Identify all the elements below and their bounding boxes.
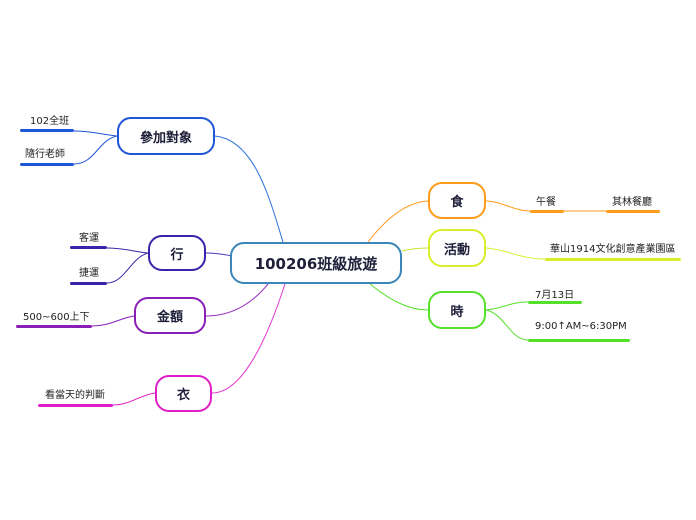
leaf-food-lunch[interactable]: 午餐 <box>536 197 556 208</box>
branch-food[interactable]: 食 <box>428 182 486 219</box>
connector-transport-item-2 <box>106 252 149 284</box>
connector-clothing-item-1 <box>112 392 156 406</box>
leaf-time-hours-line <box>528 339 630 342</box>
leaf-participants-teacher-line <box>20 163 74 166</box>
leaf-participants-class[interactable]: 102全班 <box>30 116 70 127</box>
central-topic[interactable]: 100206班級旅遊 <box>230 242 402 284</box>
leaf-cost-amount[interactable]: 500~600上下 <box>23 312 90 323</box>
connector-time-item-2 <box>485 309 529 341</box>
branch-transport[interactable]: 行 <box>148 235 206 271</box>
connector-cost-item-1 <box>91 315 135 327</box>
leaf-time-date[interactable]: 7月13日 <box>535 290 575 301</box>
leaf-transport-bus-line <box>70 246 107 249</box>
branch-activity[interactable]: 活動 <box>428 229 486 267</box>
branch-participants[interactable]: 參加對象 <box>117 117 215 155</box>
connector-participants-item-2 <box>73 135 118 165</box>
connector-transport-item-1 <box>106 247 149 254</box>
leaf-participants-teacher[interactable]: 隨行老師 <box>25 149 65 160</box>
connector-activity-item-1 <box>485 247 546 260</box>
leaf-food-lunch-line <box>530 210 564 213</box>
leaf-activity-venue-line <box>545 258 681 261</box>
leaf-clothing-judgement-line <box>38 404 113 407</box>
connector-transport <box>205 252 233 257</box>
leaf-activity-venue[interactable]: 華山1914文化創意產業園區 <box>550 244 676 255</box>
leaf-time-date-line <box>528 301 582 304</box>
leaf-participants-class-line <box>20 129 74 132</box>
connector-time-item-1 <box>485 301 529 311</box>
connector-food-item-1 <box>485 200 531 212</box>
branch-clothing[interactable]: 衣 <box>155 375 212 412</box>
leaf-transport-metro[interactable]: 捷運 <box>79 268 99 279</box>
leaf-cost-amount-line <box>16 325 92 328</box>
connector-activity <box>401 247 429 252</box>
branch-cost[interactable]: 金額 <box>134 297 206 334</box>
connector-participants-item-1 <box>73 130 118 137</box>
connector-participants <box>214 135 284 243</box>
leaf-time-hours[interactable]: 9:00↑AM~6:30PM <box>535 321 627 332</box>
branch-time[interactable]: 時 <box>428 291 486 329</box>
leaf-food-restaurant[interactable]: 其林餐廳 <box>612 197 652 208</box>
connector-cost <box>205 283 269 317</box>
connector-clothing <box>211 283 286 394</box>
connector-food <box>367 200 429 243</box>
leaf-clothing-judgement[interactable]: 看當天的判斷 <box>45 390 105 401</box>
leaf-transport-bus[interactable]: 客運 <box>79 233 99 244</box>
connector-time <box>369 283 429 311</box>
leaf-transport-metro-line <box>70 282 107 285</box>
leaf-food-restaurant-line <box>606 210 660 213</box>
